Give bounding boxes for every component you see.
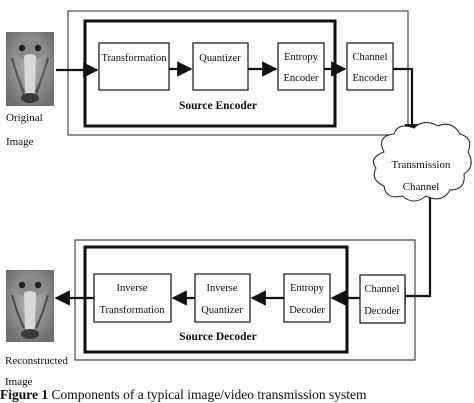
entropy-decoder-label-1: Entropy — [290, 283, 325, 294]
transmission-channel-label-2: Channel — [403, 181, 440, 193]
entropy-encoder-block — [277, 42, 325, 91]
arrow-channel-encoder-to-channel — [393, 67, 420, 140]
inverse-transformation-block — [93, 273, 172, 323]
quantizer-block — [192, 42, 249, 91]
channel-encoder-label-1: Channel — [353, 52, 388, 63]
encoder-outer-frame — [67, 10, 409, 136]
transmission-channel-label-1: Transmission — [392, 159, 451, 171]
decoder-outer-frame — [74, 239, 416, 361]
transmission-channel-cloud — [372, 122, 472, 202]
reconstructed-image-label-1: Reconstructed — [5, 355, 68, 367]
reconstructed-image-label-2: Image — [5, 376, 33, 388]
channel-decoder-label-2: Decoder — [364, 306, 400, 317]
transformation-block — [98, 42, 170, 91]
entropy-encoder-label-1: Entropy — [284, 52, 319, 63]
figure-caption: Figure 1 Components of a typical image/v… — [0, 386, 474, 403]
inverse-quantizer-label-2: Quantizer — [201, 305, 243, 316]
source-decoder-group — [83, 245, 349, 354]
source-decoder-label: Source Decoder — [179, 331, 256, 343]
inverse-transformation-label-2: Transformation — [100, 305, 166, 316]
reconstructed-image — [6, 270, 54, 342]
transformation-label: Transformation — [102, 53, 168, 64]
channel-encoder-block — [346, 42, 394, 91]
figure-number: Figure 1 — [0, 387, 49, 402]
quantizer-label: Quantizer — [199, 53, 241, 64]
entropy-encoder-label-2: Encoder — [284, 73, 319, 84]
channel-encoder-label-2: Encoder — [353, 73, 388, 84]
inverse-quantizer-block — [194, 273, 251, 323]
entropy-decoder-label-2: Decoder — [289, 305, 325, 316]
original-image-label-2: Image — [6, 136, 34, 148]
original-image-label-1: Original — [6, 112, 43, 124]
figure-caption-text: Components of a typical image/video tran… — [48, 387, 367, 402]
channel-decoder-label-1: Channel — [365, 284, 400, 295]
inverse-quantizer-label-1: Inverse — [207, 283, 238, 294]
original-image — [6, 32, 54, 106]
inverse-transformation-label-1: Inverse — [117, 283, 148, 294]
source-encoder-label: Source Encoder — [179, 100, 257, 112]
